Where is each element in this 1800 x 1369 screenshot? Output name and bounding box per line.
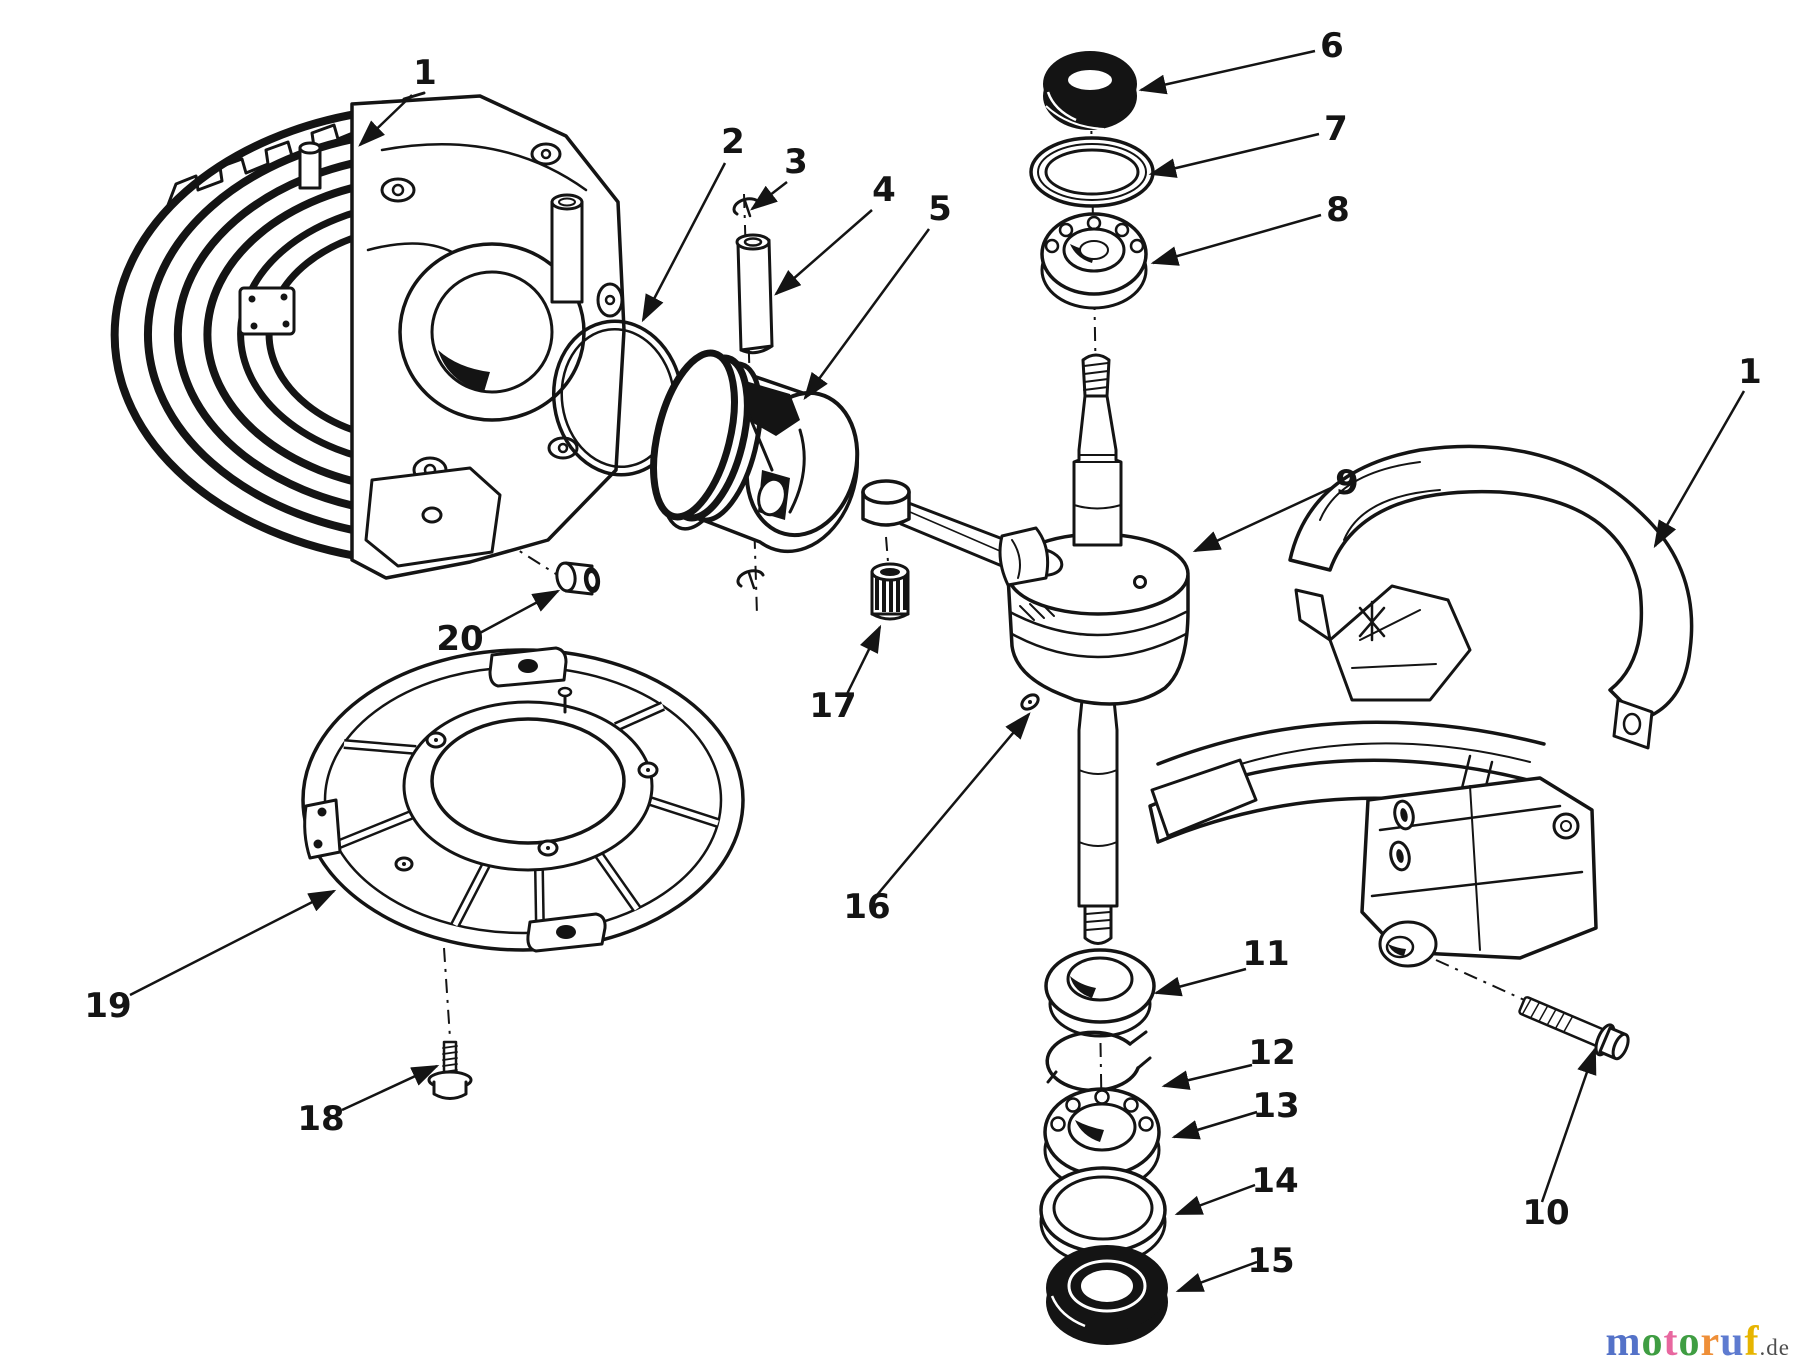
- needle-bearing: [870, 562, 910, 621]
- callout-1-right: 1: [1738, 352, 1762, 392]
- flange-bolt: [1518, 996, 1630, 1061]
- oil-seal-top: [1043, 51, 1137, 130]
- callout-3: 3: [784, 142, 808, 182]
- callout-14: 14: [1251, 1161, 1298, 1201]
- wrist-pin: [735, 233, 774, 355]
- callout-13: 13: [1252, 1086, 1299, 1126]
- engine-block-drawing: [110, 91, 626, 580]
- watermark-letter: o: [1641, 1319, 1664, 1365]
- callout-5: 5: [928, 189, 952, 229]
- watermark-letter: o: [1678, 1319, 1701, 1365]
- callout-19: 19: [84, 986, 131, 1026]
- callout-20: 20: [436, 619, 483, 659]
- callout-15: 15: [1247, 1241, 1294, 1281]
- crankshaft: [1006, 353, 1190, 945]
- ball-bearing-bottom: [1043, 1087, 1161, 1192]
- callout-12: 12: [1248, 1033, 1295, 1073]
- leader-lines: [129, 49, 1746, 1293]
- locator-collar: [1044, 948, 1156, 1038]
- watermark-letter: u: [1720, 1319, 1745, 1365]
- crankcase-cover-plate: [301, 646, 745, 953]
- piston: [650, 349, 860, 554]
- watermark-letter: f: [1744, 1319, 1760, 1365]
- callout-18: 18: [297, 1099, 344, 1139]
- oil-seal-bottom: [1046, 1245, 1168, 1345]
- snap-ring: [1045, 1030, 1152, 1093]
- callout-16: 16: [843, 887, 890, 927]
- watermark-letter: t: [1663, 1319, 1679, 1365]
- piston-pin-clip-lower: [736, 569, 765, 590]
- woodruff-key: [1020, 693, 1040, 711]
- blower-housing-drawing: [1148, 444, 1694, 968]
- ball-bearing-top: [1040, 212, 1148, 310]
- callout-2: 2: [721, 122, 745, 162]
- callout-4: 4: [872, 170, 896, 210]
- spacer-ring: [1039, 1166, 1167, 1266]
- dowel-pin: [555, 561, 601, 596]
- callout-8: 8: [1326, 190, 1350, 230]
- callout-11: 11: [1242, 934, 1289, 974]
- callout-labels: 1 2 3 4 5 6 7 8 9 1 10 11 12 13 14 15 16…: [84, 26, 1762, 1281]
- callout-17: 17: [809, 686, 856, 726]
- washer-ring-top: [1029, 136, 1155, 208]
- watermark-tld: .de: [1759, 1335, 1790, 1360]
- callout-1-left: 1: [413, 53, 437, 93]
- watermark-letter: m: [1605, 1319, 1642, 1365]
- mounting-screw: [427, 1040, 473, 1100]
- callout-10: 10: [1522, 1193, 1569, 1233]
- callout-7: 7: [1324, 109, 1348, 149]
- watermark-logo: motoruf.de: [1606, 1321, 1790, 1363]
- connecting-rod: [861, 479, 1050, 587]
- callout-9: 9: [1335, 463, 1359, 503]
- watermark-letter: r: [1700, 1319, 1721, 1365]
- callout-6: 6: [1320, 26, 1344, 66]
